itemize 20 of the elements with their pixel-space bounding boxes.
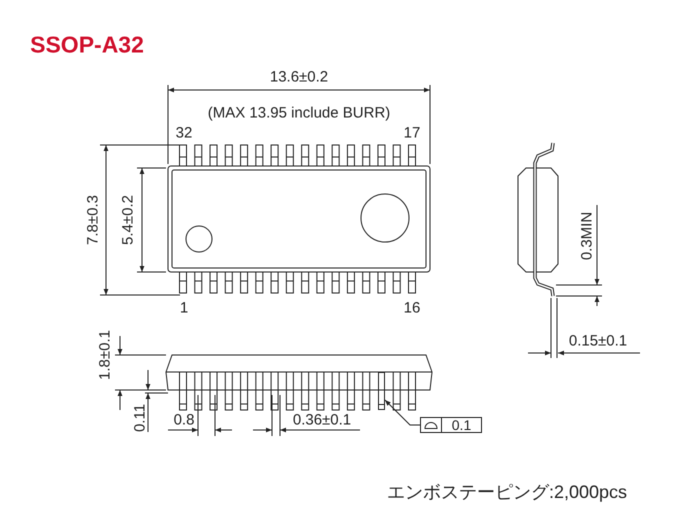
pin-number: 17 bbox=[404, 126, 420, 140]
leader-line bbox=[384, 400, 420, 426]
dimension-label: 5.4±0.2 bbox=[120, 195, 136, 245]
tolerance-frame bbox=[420, 417, 482, 433]
dimension-label: 0.15±0.1 bbox=[568, 334, 628, 348]
pin-number: 1 bbox=[180, 300, 188, 316]
pin-number: 32 bbox=[176, 126, 192, 140]
note-text: (MAX 13.95 include BURR) bbox=[208, 106, 390, 120]
dimension-label: 1.8±0.1 bbox=[98, 330, 112, 380]
title: SSOP-A32 bbox=[30, 34, 144, 56]
dimension-label: 0.3MIN bbox=[580, 212, 594, 260]
dimension-label: 7.8±0.3 bbox=[86, 195, 100, 245]
dimension-label: 13.6±0.2 bbox=[270, 70, 328, 84]
dimension-label: 0.36±0.1 bbox=[292, 412, 352, 428]
tolerance-value: 0.1 bbox=[452, 418, 472, 432]
lead bbox=[378, 372, 385, 410]
pin-number: 16 bbox=[404, 300, 420, 316]
dimension-label: 0.8 bbox=[174, 412, 194, 428]
note-text: エンボステーピング:2,000pcs bbox=[386, 483, 628, 501]
dimension-label: 0.11 bbox=[132, 404, 148, 432]
